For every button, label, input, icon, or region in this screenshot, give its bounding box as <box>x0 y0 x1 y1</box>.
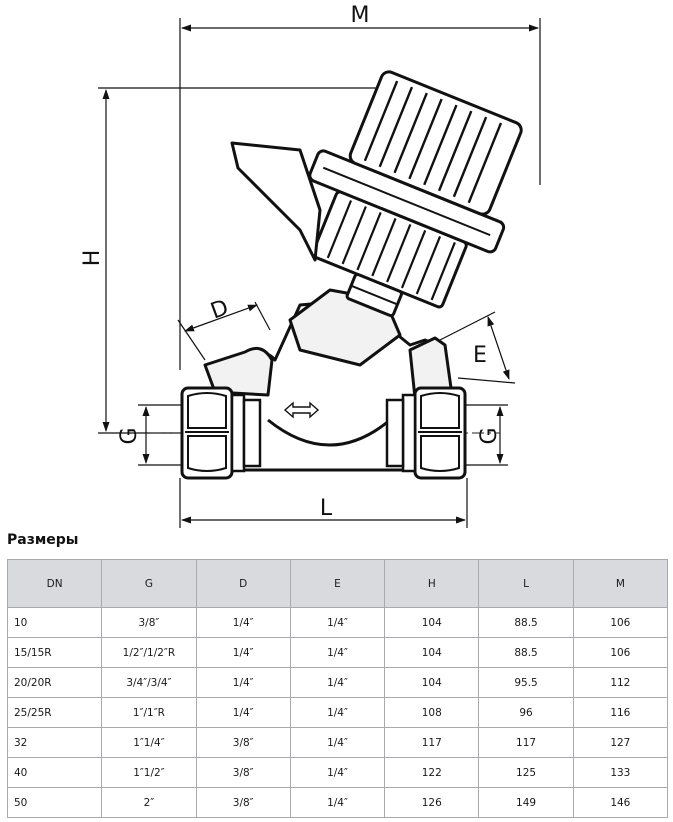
table-cell: 1/4″ <box>195 607 291 638</box>
left-hex-nut <box>180 386 262 480</box>
table-cell: 3/8″ <box>195 757 291 788</box>
table-cell: 1/4″ <box>289 727 386 758</box>
table-cell: 1/4″ <box>289 697 386 728</box>
table-row: 10 3/8″ 1/4″ 1/4″ 104 88.5 106 <box>6 607 669 638</box>
table-cell: 40 <box>6 757 103 788</box>
table-row: 20/20R 3/4″/3/4″ 1/4″ 1/4″ 104 95.5 112 <box>6 667 669 698</box>
column-header-h: H <box>384 559 480 608</box>
dimension-l <box>179 478 468 528</box>
column-header-g: G <box>101 559 197 608</box>
flow-direction-icon <box>283 401 320 419</box>
table-cell: 96 <box>478 697 574 728</box>
table-cell: 149 <box>478 787 574 818</box>
dimension-d-label: D <box>208 295 232 324</box>
section-title: Размеры <box>7 532 79 548</box>
table-cell: 3/8″ <box>101 607 197 638</box>
table-cell: 1/4″ <box>195 637 291 668</box>
table-cell: 3/8″ <box>195 727 291 758</box>
column-header-dn: DN <box>6 559 103 608</box>
table-cell: 1/4″ <box>195 697 291 728</box>
dimension-e <box>439 311 516 384</box>
table-cell: 1″1/2″ <box>101 757 197 788</box>
table-row: 50 2″ 3/8″ 1/4″ 126 149 146 <box>6 787 669 818</box>
table-cell: 104 <box>384 667 480 698</box>
table-row: 40 1″1/2″ 3/8″ 1/4″ 122 125 133 <box>6 757 669 788</box>
dimension-g-left <box>138 404 182 466</box>
table-cell: 1″/1″R <box>101 697 197 728</box>
handwheel <box>308 70 523 318</box>
dimension-g-left-label: G <box>117 427 142 444</box>
column-header-e: E <box>289 559 386 608</box>
table-cell: 133 <box>572 757 669 788</box>
table-row: 15/15R 1/2″/1/2″R 1/4″ 1/4″ 104 88.5 106 <box>6 637 669 668</box>
table-cell: 112 <box>572 667 669 698</box>
dimension-h-label: H <box>80 250 105 267</box>
dimension-d <box>177 301 271 361</box>
handwheel-brim <box>230 141 322 262</box>
table-cell: 3/4″/3/4″ <box>101 667 197 698</box>
table-cell: 95.5 <box>478 667 574 698</box>
table-cell: 2″ <box>101 787 197 818</box>
table-cell: 1/4″ <box>289 787 386 818</box>
table-row: 25/25R 1″/1″R 1/4″ 1/4″ 108 96 116 <box>6 697 669 728</box>
table-cell: 50 <box>6 787 103 818</box>
table-cell: 25/25R <box>6 697 103 728</box>
dimension-e-label: E <box>473 343 487 368</box>
column-header-l: L <box>478 559 574 608</box>
dimension-g-right <box>465 404 508 466</box>
table-cell: 1/4″ <box>289 757 386 788</box>
table-cell: 117 <box>384 727 480 758</box>
table-cell: 15/15R <box>6 637 103 668</box>
table-cell: 106 <box>572 637 669 668</box>
valve-drawing: M H G G L D E <box>80 3 541 528</box>
table-cell: 1/2″/1/2″R <box>101 637 197 668</box>
table-row: 32 1″1/4″ 3/8″ 1/4″ 117 117 127 <box>6 727 669 758</box>
table-cell: 10 <box>6 607 103 638</box>
table-cell: 1/4″ <box>289 607 386 638</box>
table-cell: 146 <box>572 787 669 818</box>
column-header-m: M <box>572 559 669 608</box>
table-cell: 126 <box>384 787 480 818</box>
dimension-l-label: L <box>320 496 333 521</box>
table-cell: 1/4″ <box>195 667 291 698</box>
dimension-g-right-label: G <box>477 427 502 444</box>
table-header-row: DN G D E H L M <box>6 559 669 608</box>
table-cell: 117 <box>478 727 574 758</box>
table-cell: 104 <box>384 637 480 668</box>
table-cell: 1/4″ <box>289 637 386 668</box>
table-cell: 122 <box>384 757 480 788</box>
table-cell: 116 <box>572 697 669 728</box>
table-cell: 88.5 <box>478 607 574 638</box>
dimension-m <box>179 18 541 370</box>
right-hex-nut <box>385 386 467 480</box>
table-cell: 1/4″ <box>289 667 386 698</box>
table-cell: 108 <box>384 697 480 728</box>
table-cell: 106 <box>572 607 669 638</box>
table-cell: 20/20R <box>6 667 103 698</box>
table-cell: 125 <box>478 757 574 788</box>
dimension-m-label: M <box>351 3 370 28</box>
table-cell: 32 <box>6 727 103 758</box>
column-header-d: D <box>195 559 291 608</box>
table-cell: 104 <box>384 607 480 638</box>
table-cell: 127 <box>572 727 669 758</box>
dimensions-table: DN G D E H L M 10 3/8″ 1/4″ 1/4″ 104 88.… <box>6 559 669 818</box>
table-cell: 1″1/4″ <box>101 727 197 758</box>
table-cell: 3/8″ <box>195 787 291 818</box>
table-cell: 88.5 <box>478 637 574 668</box>
